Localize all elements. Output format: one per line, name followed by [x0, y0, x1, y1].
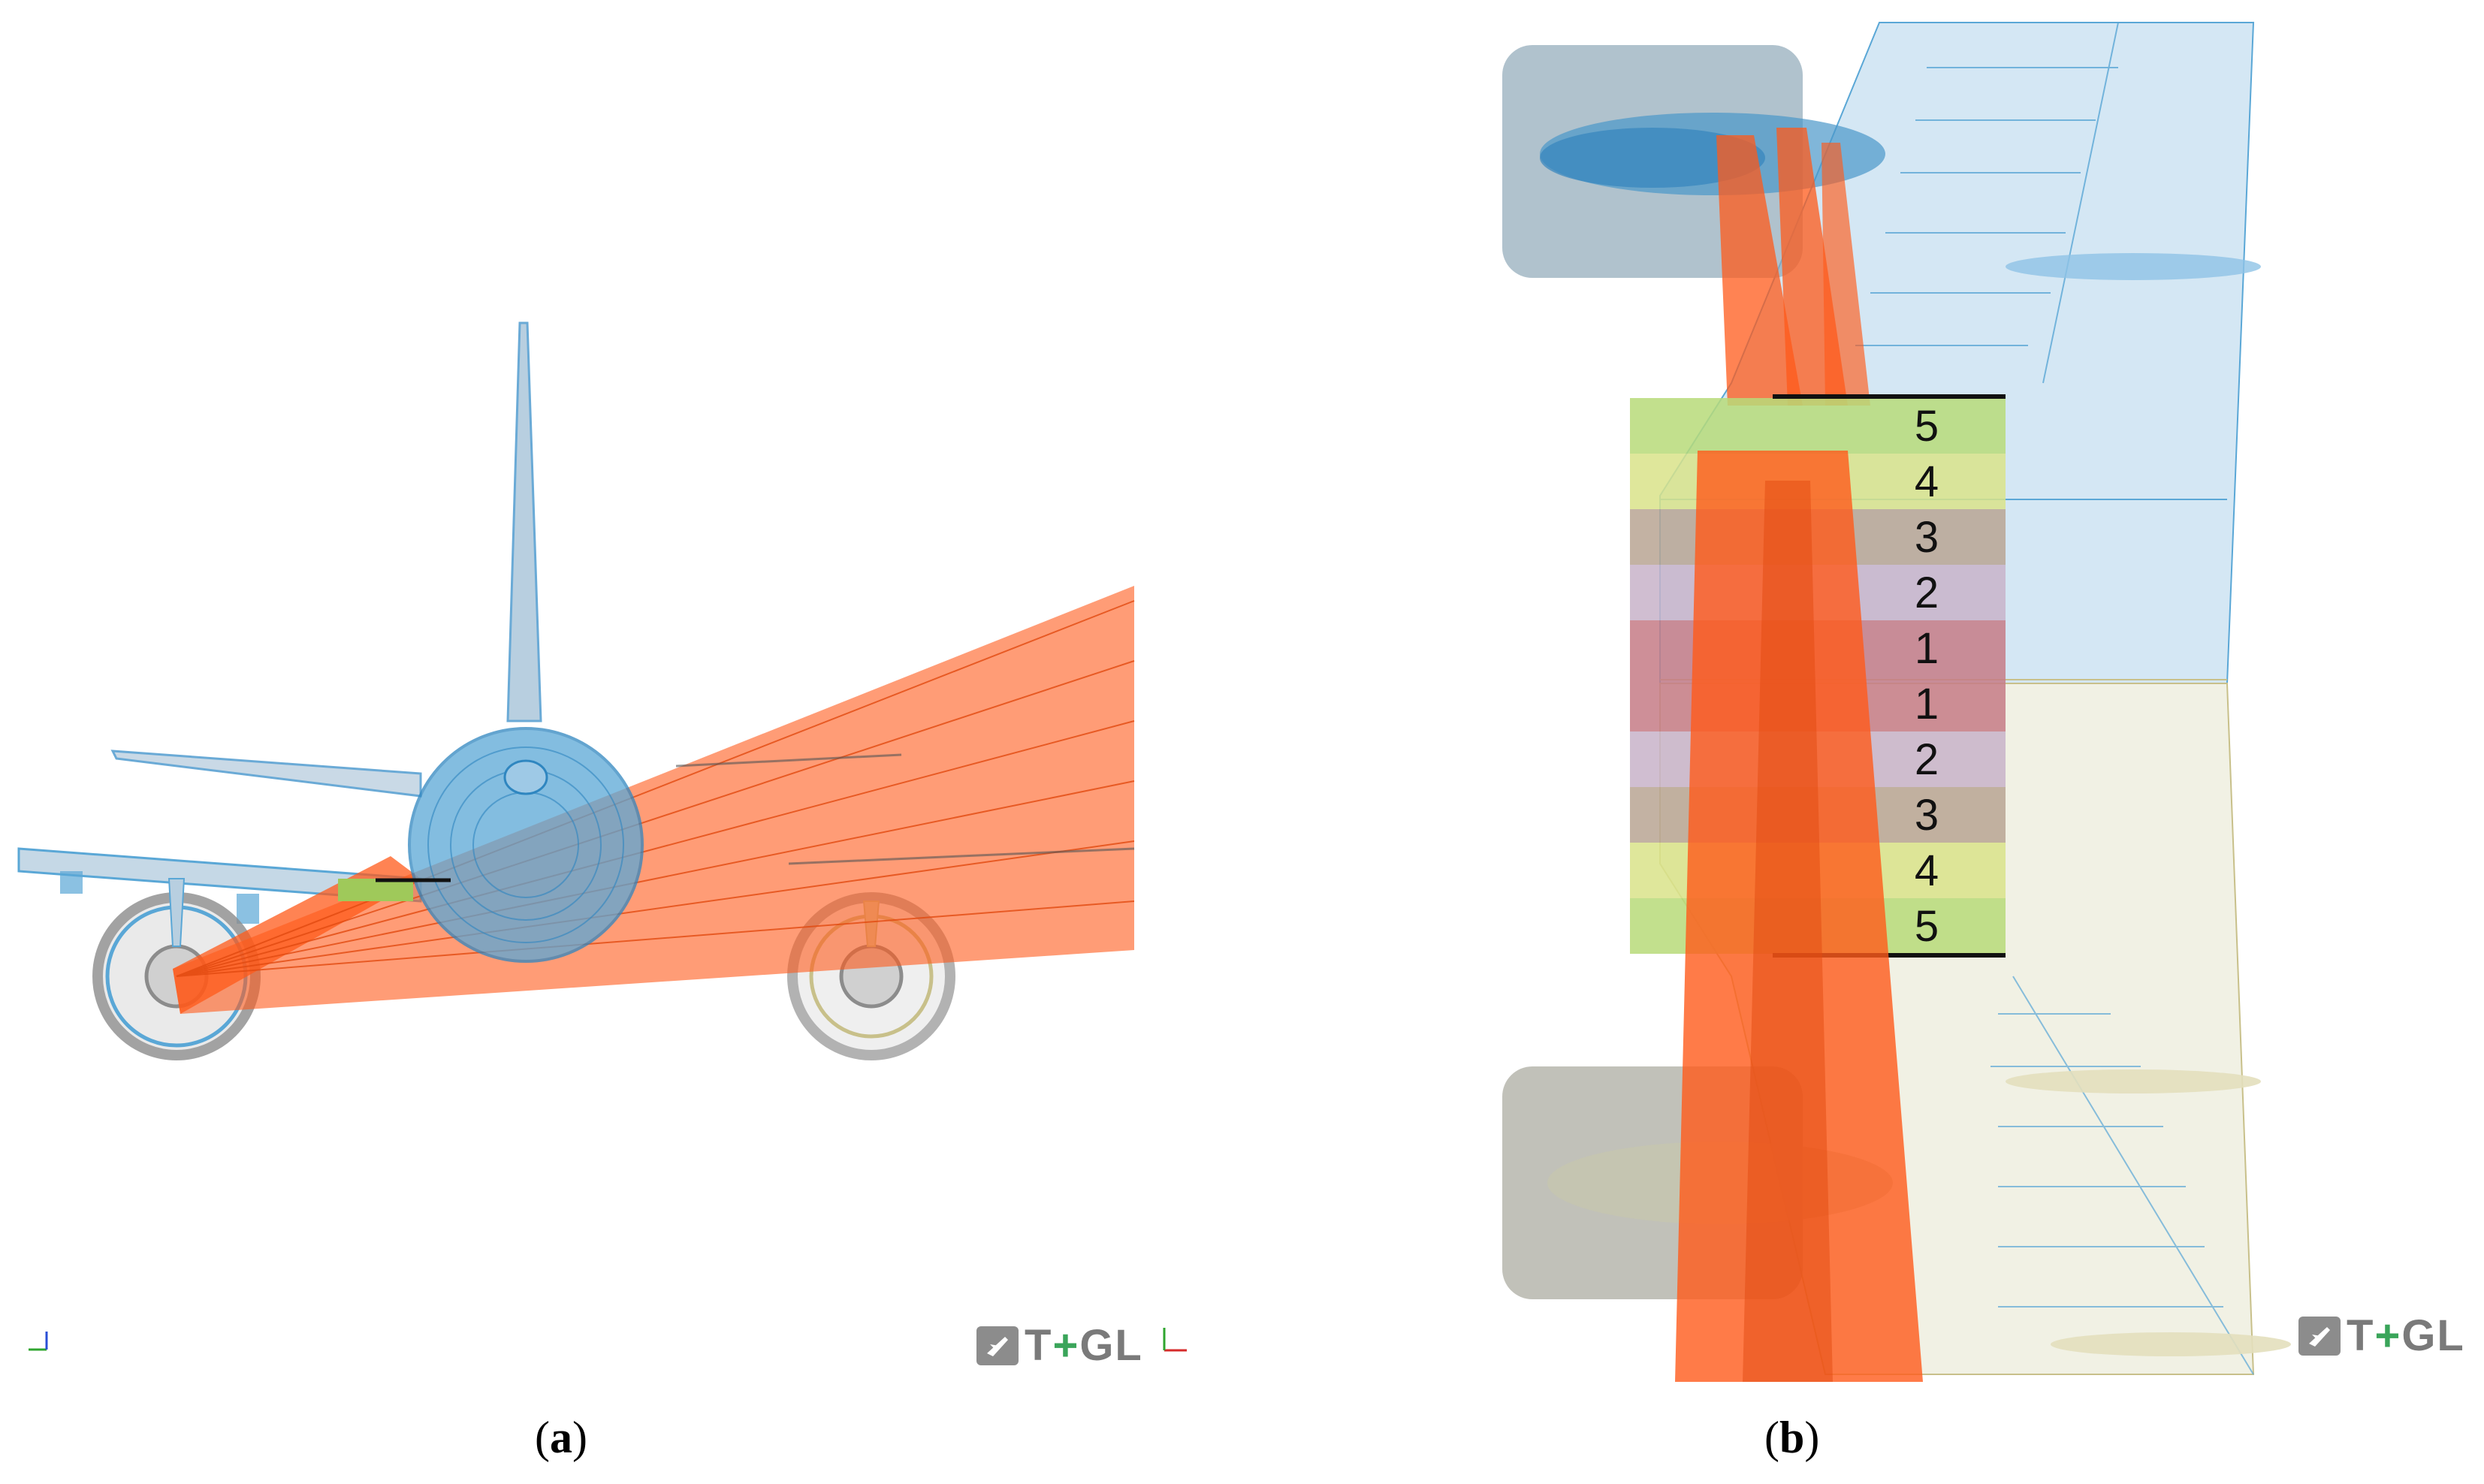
airplane-icon — [2298, 1316, 2341, 1356]
airplane-icon — [976, 1326, 1019, 1365]
section-labels: 5 4 3 2 1 1 2 3 4 5 — [1915, 402, 1939, 951]
left-flap-fairing — [60, 871, 83, 894]
radome-section-label: 2 — [1915, 735, 1939, 784]
tigl-logo-b: T+GL — [2298, 1311, 2465, 1361]
radar-ray-dark-streaks — [675, 753, 1135, 865]
ray-bundle-upper-3 — [1821, 143, 1870, 406]
vertical-tail — [506, 321, 542, 722]
caption-b: (b) — [1764, 1413, 1820, 1462]
tigl-logo-text: T+GL — [1025, 1321, 1143, 1370]
radome-section-label: 5 — [1915, 402, 1939, 451]
caption-a: (a) — [535, 1413, 587, 1462]
axis-triad-right — [1163, 1328, 1187, 1352]
radome-section-label: 3 — [1915, 513, 1939, 562]
radome-section-band — [1630, 398, 2006, 454]
panel-a-front-view — [0, 0, 1142, 1382]
tigl-logo-text: T+GL — [2347, 1311, 2465, 1360]
radome-section-label: 4 — [1915, 846, 1939, 895]
engine-upper-spinner — [1540, 128, 1765, 188]
horizontal-tail — [110, 750, 422, 798]
radome-section-strip: 5 4 3 2 1 1 2 3 4 5 — [1630, 394, 2006, 1382]
ray-bundle-upper-1 — [1716, 135, 1803, 406]
radome-section-label: 2 — [1915, 569, 1939, 617]
radome-section-label: 3 — [1915, 791, 1939, 840]
radar-ray-fan-main — [173, 586, 1134, 1014]
flap-fairing-lower-2 — [2051, 1332, 2291, 1356]
front-view-render — [17, 321, 1135, 1351]
wing-ribs-upper — [1855, 22, 2119, 384]
fuselage-cross-section — [408, 727, 644, 963]
radome-section-label: 5 — [1915, 902, 1939, 951]
left-flap-fairing-2 — [237, 894, 259, 924]
left-pylon — [168, 878, 186, 947]
radome-sections — [338, 879, 413, 901]
radome-section-label: 1 — [1915, 624, 1939, 673]
radome-section-label: 1 — [1915, 680, 1939, 728]
wing-ribs-lower — [1991, 976, 2254, 1375]
flap-fairing-upper — [2006, 253, 2261, 280]
axis-triad-a-left — [29, 1332, 48, 1351]
ray-bundle-core — [1743, 481, 1833, 1382]
radar-ray-lines — [176, 600, 1135, 977]
flap-fairing-lower — [2006, 1069, 2261, 1093]
cockpit-window — [503, 759, 548, 795]
panel-b-top-view: 5 4 3 2 1 1 2 3 4 5 — [1472, 0, 2484, 1382]
radome-section-label: 4 — [1915, 457, 1939, 506]
tigl-logo-a: T+GL — [976, 1320, 1143, 1371]
